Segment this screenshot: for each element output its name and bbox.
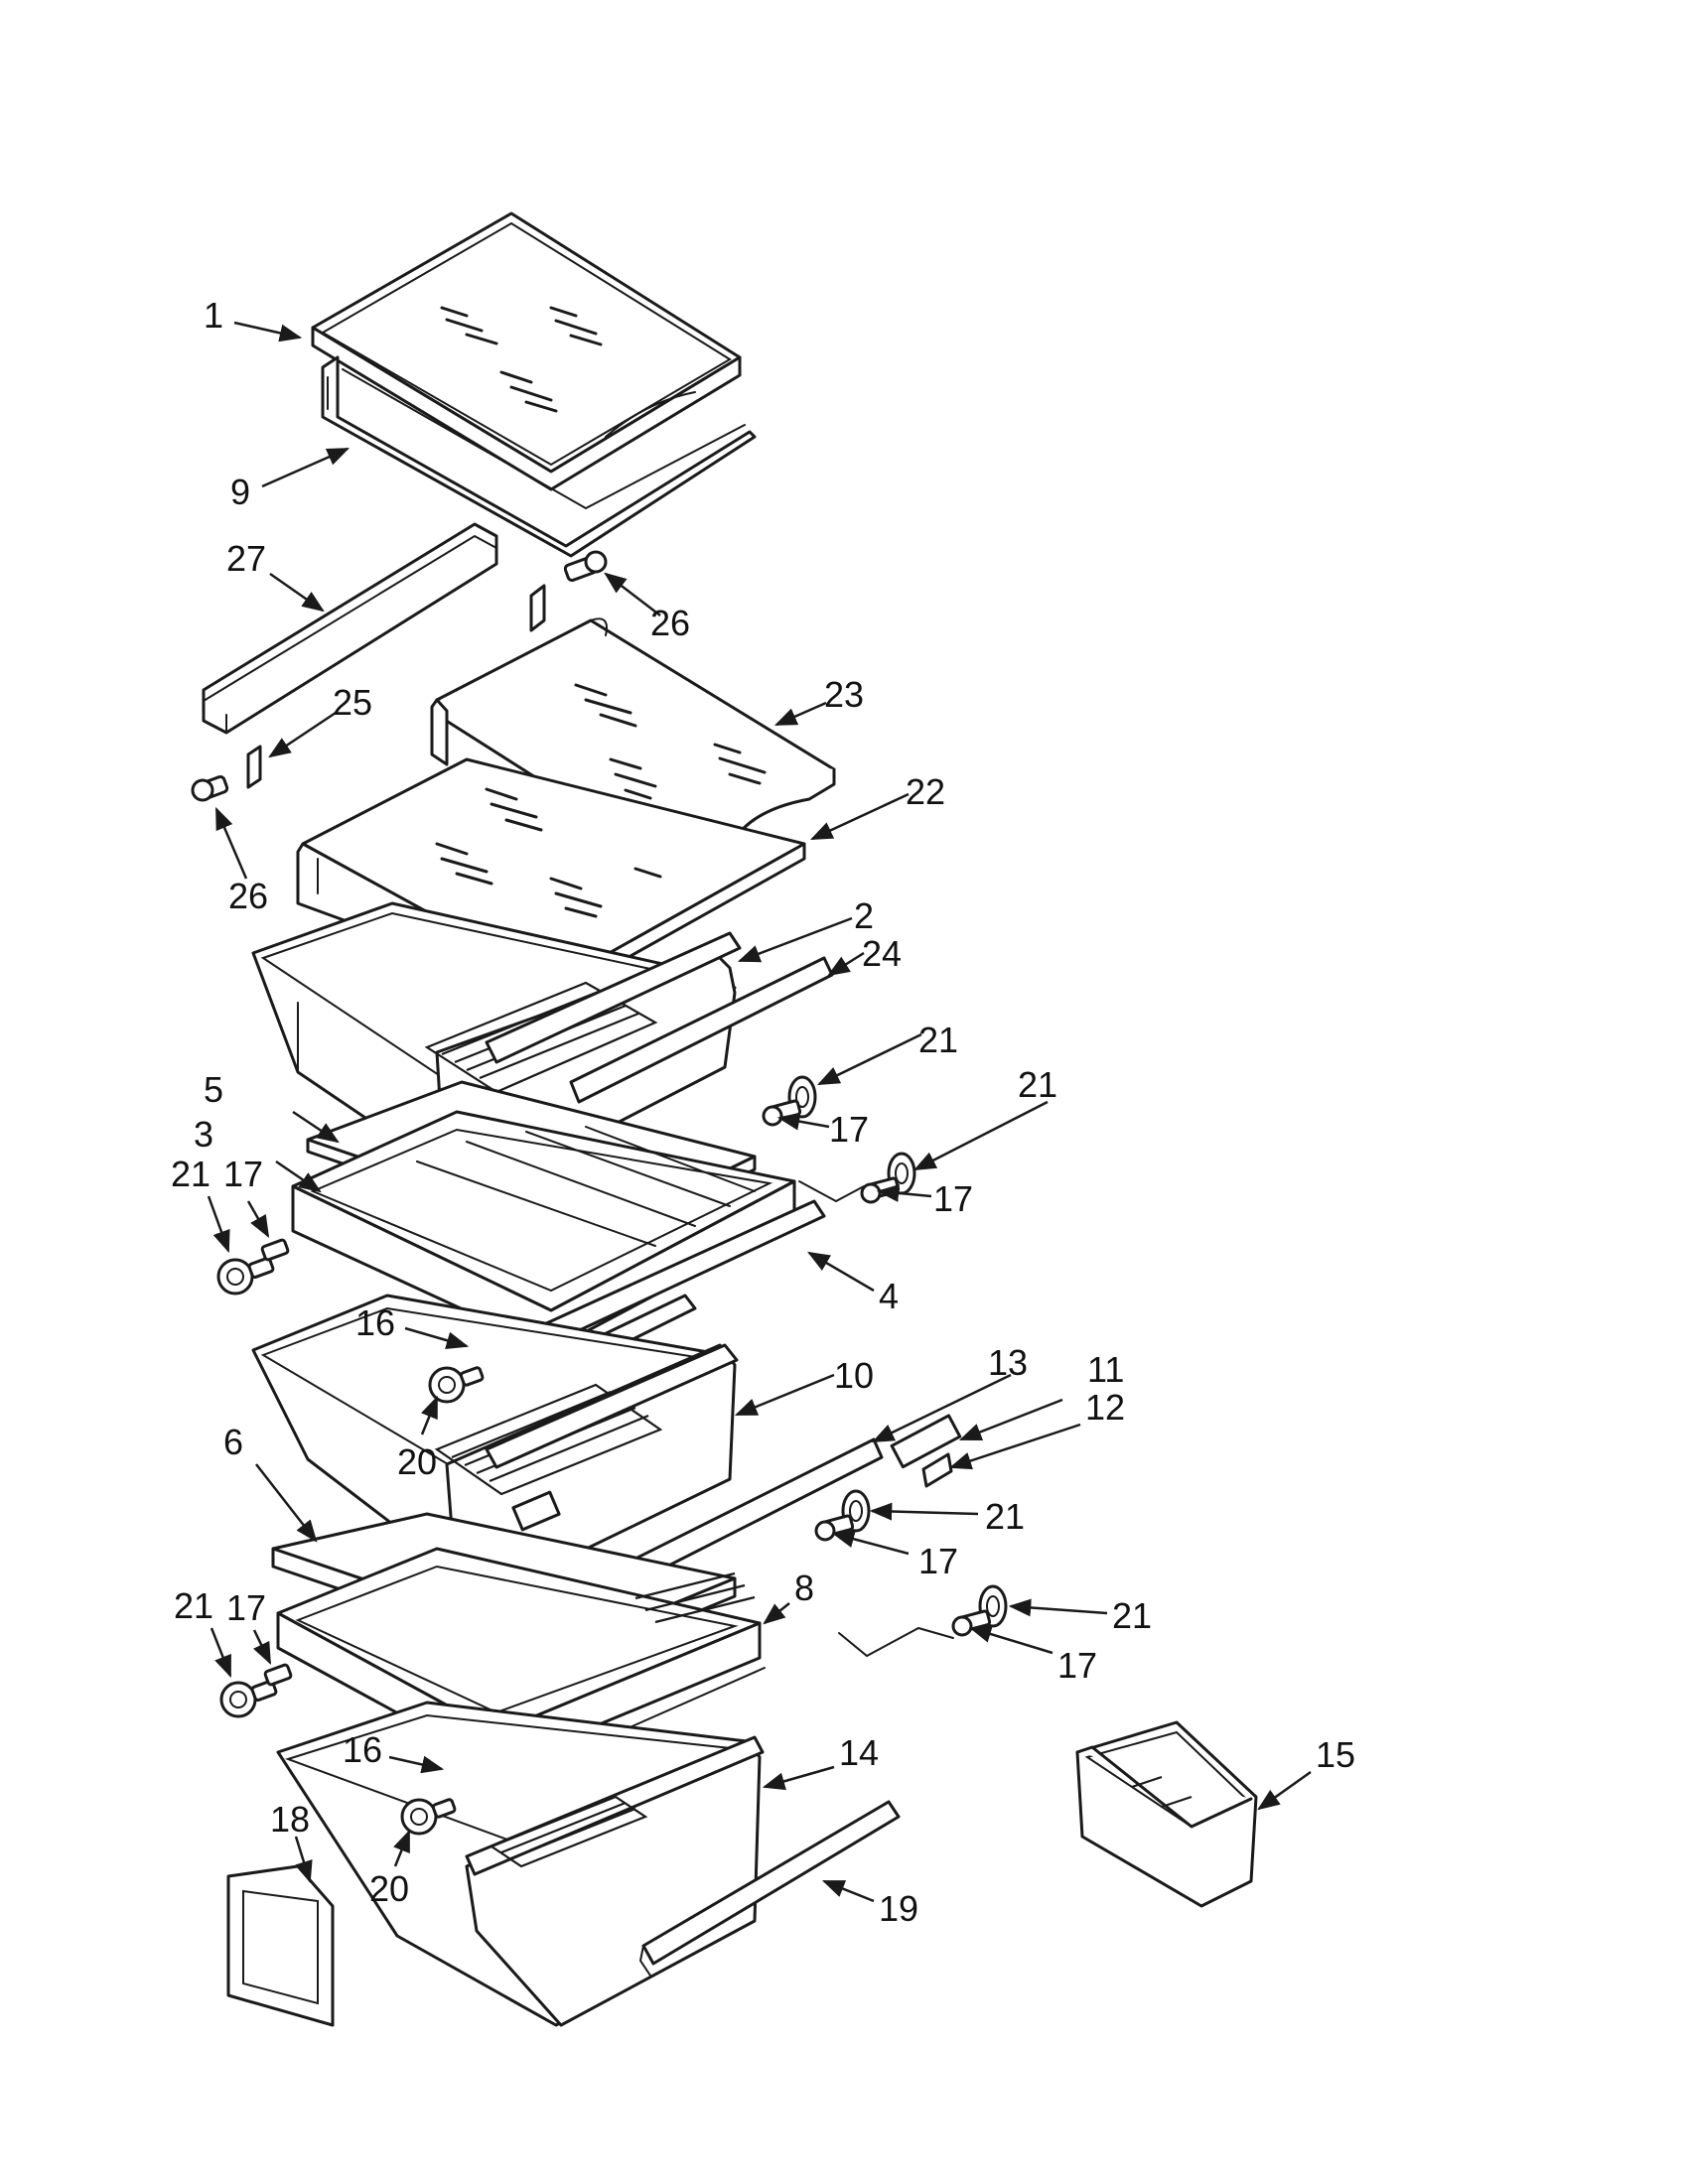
part-26-screw-bottom bbox=[191, 774, 229, 802]
callout-26: 26 bbox=[228, 876, 268, 916]
callout-21: 21 bbox=[174, 1585, 213, 1626]
callout-17: 17 bbox=[933, 1178, 973, 1219]
callout-4: 4 bbox=[879, 1276, 899, 1316]
callout-17: 17 bbox=[829, 1109, 869, 1150]
part-9-shelf-frame bbox=[321, 355, 757, 558]
part-26-screw-top bbox=[563, 550, 608, 583]
part-20-wheel-upper bbox=[428, 1366, 485, 1404]
callout-21: 21 bbox=[985, 1496, 1025, 1537]
part-17-pin-mid-right-1 bbox=[814, 1514, 855, 1542]
callout-21: 21 bbox=[1112, 1595, 1152, 1636]
callout-27: 27 bbox=[226, 538, 266, 579]
part-25-clip-bottom bbox=[246, 745, 262, 789]
part-21-bumper-upper-left bbox=[216, 1257, 275, 1296]
callout-15: 15 bbox=[1316, 1734, 1355, 1775]
connector-line-upper bbox=[798, 1180, 865, 1203]
callout-17: 17 bbox=[226, 1587, 266, 1628]
part-20-wheel-lower bbox=[400, 1798, 457, 1836]
callout-10: 10 bbox=[834, 1355, 874, 1396]
callout-8: 8 bbox=[794, 1568, 814, 1608]
part-11-control bbox=[890, 1414, 962, 1469]
callout-16: 16 bbox=[355, 1302, 395, 1343]
callout-17: 17 bbox=[223, 1154, 263, 1194]
callout-11: 11 bbox=[1087, 1349, 1124, 1390]
part-17-pin-upper-left bbox=[260, 1238, 290, 1262]
part-15-door-bin bbox=[1075, 1720, 1258, 1908]
callout-20: 20 bbox=[369, 1868, 409, 1909]
callout-3: 3 bbox=[194, 1114, 213, 1155]
part-21-bumper-lower-left bbox=[219, 1680, 278, 1718]
part-17-pin-lower-left bbox=[263, 1663, 293, 1687]
part-25-clip-top bbox=[529, 584, 546, 632]
callout-21: 21 bbox=[1018, 1064, 1057, 1105]
part-27-trim-strip bbox=[202, 522, 498, 735]
callout-1: 1 bbox=[204, 295, 223, 336]
part-18-label-plate bbox=[226, 1864, 335, 2027]
part-17-pin-upper-right-2 bbox=[860, 1176, 901, 1204]
callout-14: 14 bbox=[839, 1732, 879, 1773]
callout-6: 6 bbox=[223, 1422, 243, 1462]
leader-lines bbox=[207, 321, 1312, 1903]
part-19-trim bbox=[638, 1800, 901, 1977]
callout-13: 13 bbox=[988, 1342, 1028, 1383]
callout-2: 2 bbox=[854, 895, 874, 936]
callout-5: 5 bbox=[204, 1069, 223, 1110]
callout-16: 16 bbox=[343, 1729, 382, 1770]
callout-20: 20 bbox=[397, 1441, 437, 1482]
callout-22: 22 bbox=[906, 771, 945, 812]
callout-23: 23 bbox=[824, 674, 864, 715]
callout-26: 26 bbox=[650, 603, 690, 643]
callout-12: 12 bbox=[1085, 1387, 1125, 1428]
callout-25: 25 bbox=[333, 682, 372, 723]
callout-17: 17 bbox=[918, 1541, 958, 1581]
callout-24: 24 bbox=[862, 933, 902, 974]
callout-9: 9 bbox=[230, 472, 250, 512]
connector-line-lower bbox=[838, 1626, 954, 1658]
callout-21: 21 bbox=[171, 1154, 210, 1194]
part-1-glass-shelf bbox=[311, 211, 742, 491]
callout-labels: 1 9 27 26 26 25 23 22 2 24 21 17 21 17 5… bbox=[171, 295, 1355, 1929]
callout-21: 21 bbox=[918, 1020, 958, 1060]
part-10-crisper-drawer bbox=[251, 1294, 739, 1590]
callout-19: 19 bbox=[879, 1888, 918, 1929]
callout-18: 18 bbox=[270, 1799, 310, 1840]
callout-17: 17 bbox=[1057, 1645, 1097, 1686]
part-14-bottom-pan bbox=[276, 1701, 765, 2027]
part-12-slide bbox=[921, 1452, 953, 1488]
